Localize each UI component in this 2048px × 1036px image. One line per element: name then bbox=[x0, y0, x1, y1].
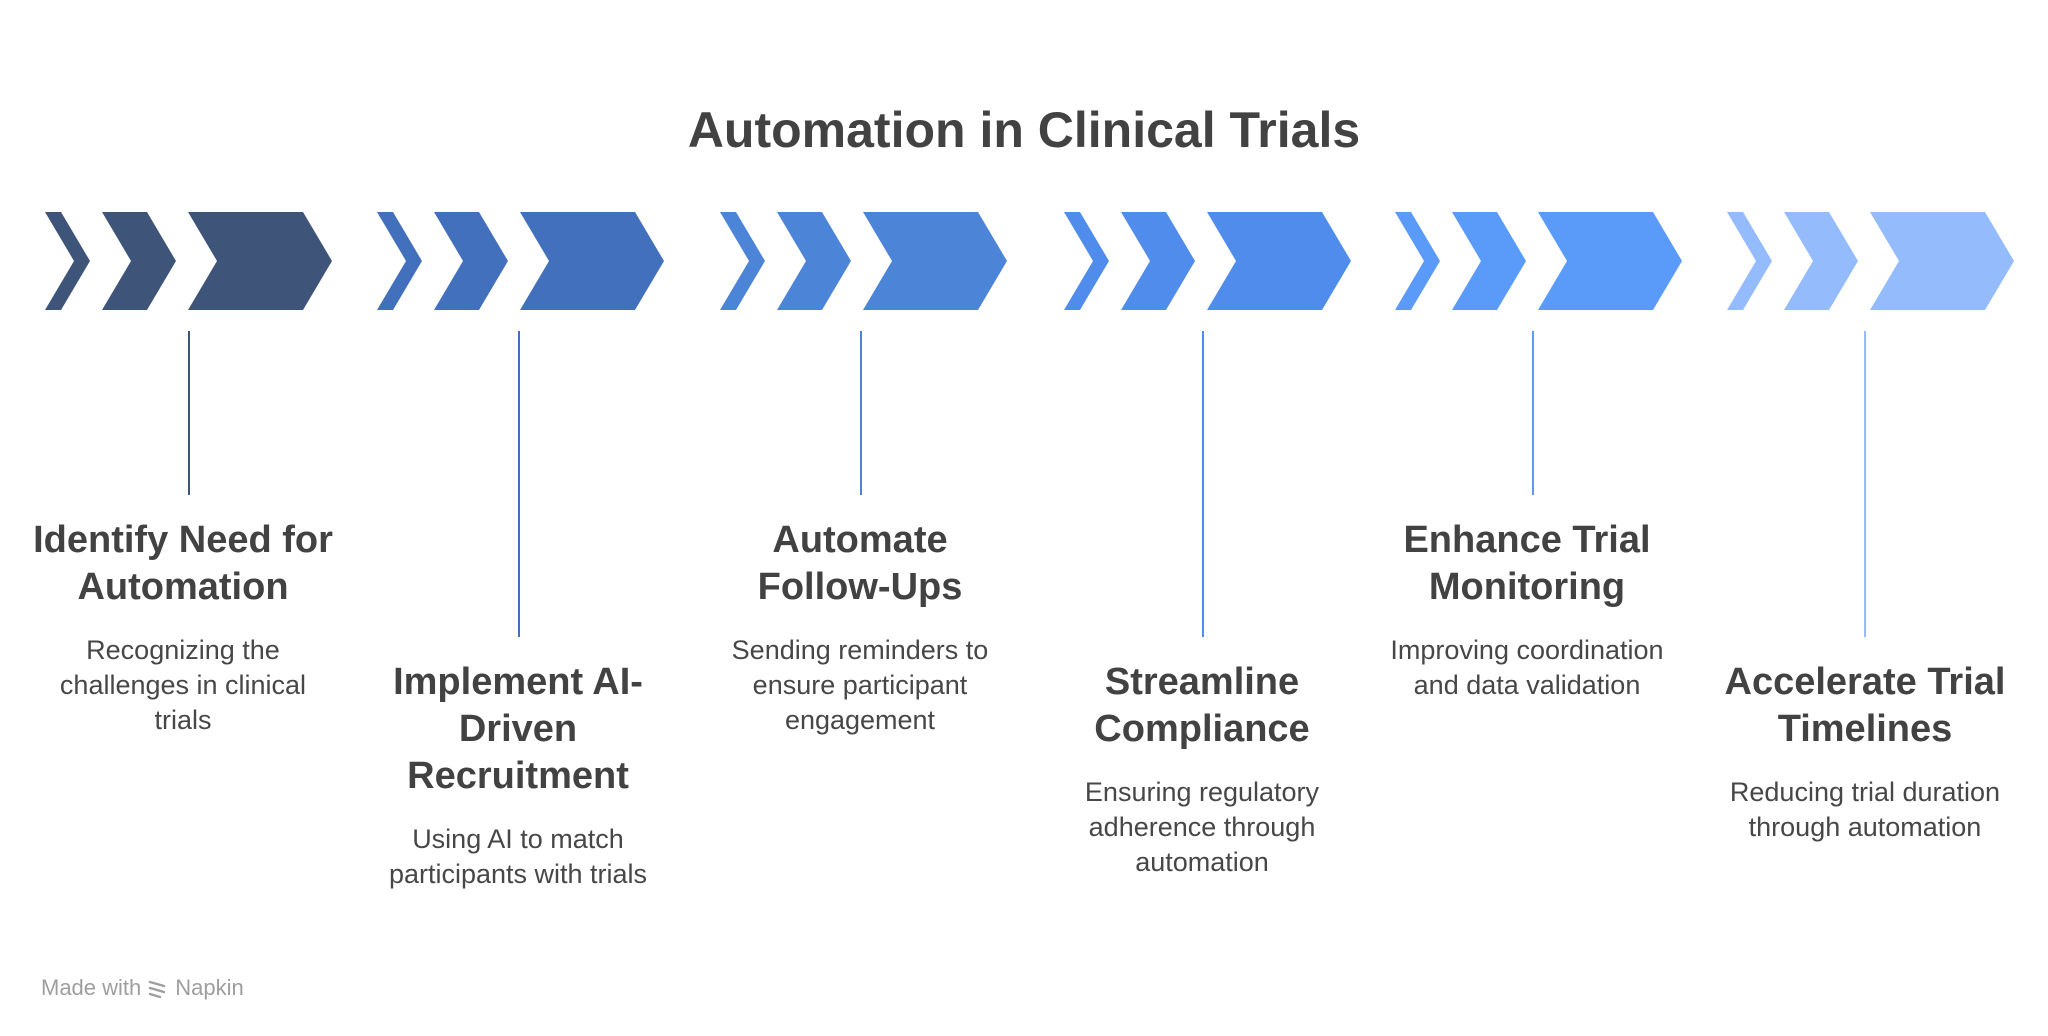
step-2-connector bbox=[518, 331, 520, 637]
step-5-title: Enhance Trial Monitoring bbox=[1403, 519, 1651, 608]
step-2-chevron-2 bbox=[434, 212, 508, 310]
step-2-description: Using AI to match participants with tria… bbox=[388, 824, 648, 889]
step-5-chevron-group bbox=[1395, 212, 1682, 310]
step-2-chevron-1 bbox=[377, 212, 422, 310]
step-1-connector bbox=[188, 331, 190, 495]
step-2-chevron-group bbox=[377, 212, 664, 310]
step-1-chevron-group bbox=[45, 212, 332, 310]
step-1: Identify Need for Automation Recognizing… bbox=[33, 517, 333, 738]
step-3-chevron-group bbox=[720, 212, 1007, 310]
step-4-connector bbox=[1202, 331, 1204, 637]
step-5-connector bbox=[1532, 331, 1534, 495]
step-2-chevron-3 bbox=[520, 212, 664, 310]
step-3-description: Sending reminders to ensure participant … bbox=[731, 635, 989, 735]
step-4-description: Ensuring regulatory adherence through au… bbox=[1084, 777, 1320, 877]
step-6-chevron-2 bbox=[1784, 212, 1858, 310]
step-5: Enhance Trial Monitoring Improving coord… bbox=[1377, 517, 1677, 703]
step-5-chevron-2 bbox=[1452, 212, 1526, 310]
napkin-logo-icon bbox=[147, 977, 169, 999]
step-6-chevron-1 bbox=[1727, 212, 1772, 310]
step-2: Implement AI-Driven Recruitment Using AI… bbox=[368, 659, 668, 892]
step-6-connector bbox=[1864, 331, 1866, 637]
step-1-chevron-1 bbox=[45, 212, 90, 310]
footer-brand: Napkin bbox=[175, 975, 244, 1000]
step-1-chevron-2 bbox=[102, 212, 176, 310]
step-6-chevron-3 bbox=[1870, 212, 2014, 310]
step-4-chevron-3 bbox=[1207, 212, 1351, 310]
step-3-chevron-2 bbox=[777, 212, 851, 310]
step-3: Automate Follow-Ups Sending reminders to… bbox=[710, 517, 1010, 738]
step-1-description: Recognizing the challenges in clinical t… bbox=[59, 635, 307, 735]
step-5-description: Improving coordination and data validati… bbox=[1390, 635, 1664, 700]
step-3-connector bbox=[860, 331, 862, 495]
footer-attribution[interactable]: Made with Napkin bbox=[41, 975, 244, 1001]
step-4: Streamline Compliance Ensuring regulator… bbox=[1052, 659, 1352, 880]
step-4-chevron-1 bbox=[1064, 212, 1109, 310]
diagram-title: Automation in Clinical Trials bbox=[687, 102, 1361, 158]
step-6-chevron-group bbox=[1727, 212, 2014, 310]
step-6-title: Accelerate Trial Timelines bbox=[1724, 661, 2006, 750]
step-4-title: Streamline Compliance bbox=[1094, 661, 1310, 750]
footer-made-with: Made with bbox=[41, 975, 142, 1000]
step-5-chevron-3 bbox=[1538, 212, 1682, 310]
step-6: Accelerate Trial Timelines Reducing tria… bbox=[1715, 659, 2015, 845]
step-5-chevron-1 bbox=[1395, 212, 1440, 310]
step-1-chevron-3 bbox=[188, 212, 332, 310]
step-2-title: Implement AI-Driven Recruitment bbox=[393, 661, 643, 797]
step-4-chevron-2 bbox=[1121, 212, 1195, 310]
step-3-chevron-3 bbox=[863, 212, 1007, 310]
step-3-chevron-1 bbox=[720, 212, 765, 310]
step-4-chevron-group bbox=[1064, 212, 1351, 310]
step-1-title: Identify Need for Automation bbox=[33, 519, 333, 608]
step-3-title: Automate Follow-Ups bbox=[757, 519, 963, 608]
step-6-description: Reducing trial duration through automati… bbox=[1729, 777, 2001, 842]
